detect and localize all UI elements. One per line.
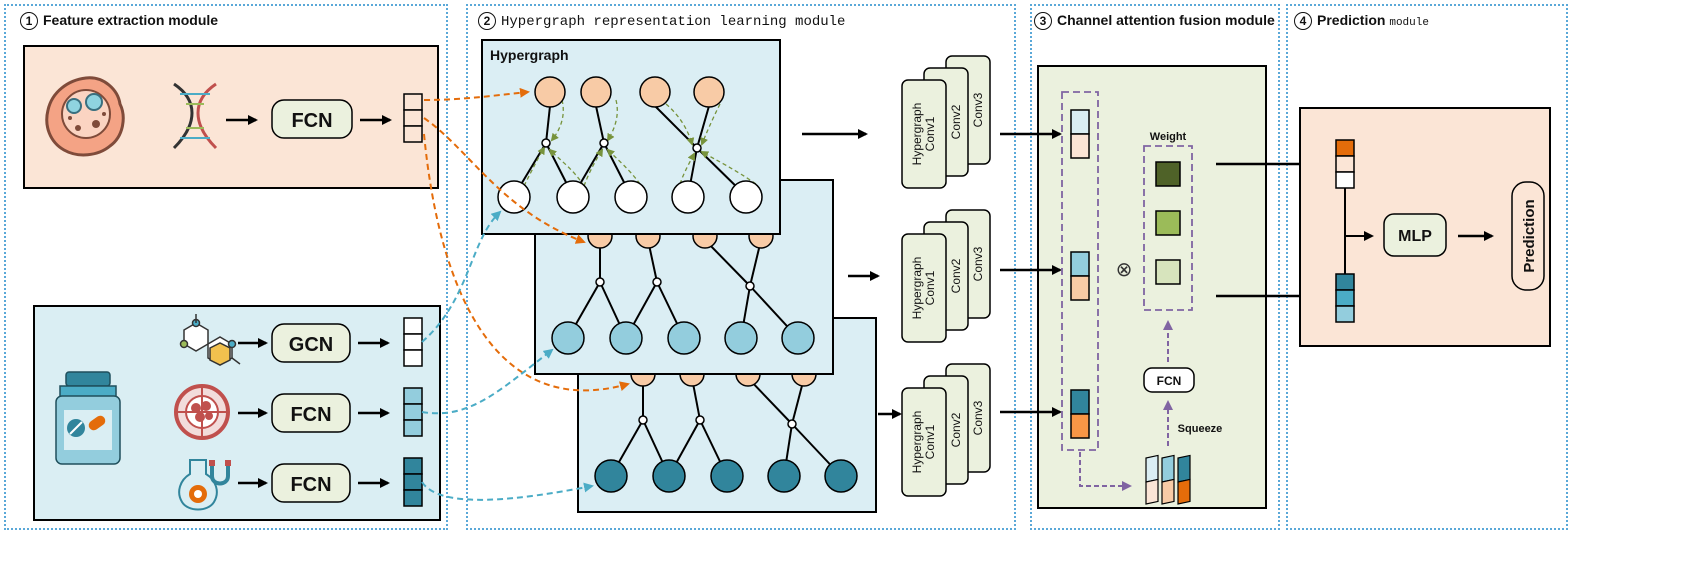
hypergraph-label: Hypergraph xyxy=(490,47,569,63)
module-title-text: Feature extraction module xyxy=(43,12,219,28)
drug-vector-light-blue xyxy=(403,387,423,437)
module-title-text: Prediction xyxy=(1317,12,1390,28)
molecule-icon xyxy=(179,314,241,366)
conv-stack-3: HypergraphConv1 Conv2 Conv3 xyxy=(901,363,991,497)
conv-stack-2: HypergraphConv1 Conv2 Conv3 xyxy=(901,209,991,343)
conv3-label: Conv3 xyxy=(971,400,985,435)
drug-fcn-label-1: FCN xyxy=(290,404,331,426)
module-title-text: Hypergraph representation learning modul… xyxy=(501,14,846,30)
module-title-prediction: 4 Prediction module xyxy=(1294,12,1429,30)
conv2-label: Conv2 xyxy=(949,104,963,139)
module-number: 2 xyxy=(478,12,496,30)
prediction-module-frame xyxy=(1286,4,1568,530)
target-icon xyxy=(174,384,230,440)
pill-bottle-icon xyxy=(55,371,121,465)
skewed-channel-vectors xyxy=(1145,454,1191,505)
mlp-box xyxy=(1383,213,1447,257)
conv3-label: Conv3 xyxy=(971,246,985,281)
cell-icon xyxy=(45,76,125,157)
dna-icon xyxy=(172,82,218,150)
arrow-cell-to-layer2 xyxy=(423,117,586,244)
module-title-suffix: module xyxy=(1389,17,1429,29)
drug-fcn-box-2 xyxy=(271,463,351,503)
weight-label: Weight xyxy=(1150,131,1187,143)
module-title-feature-extraction: 1 Feature extraction module xyxy=(20,12,218,30)
channel-group-dashed xyxy=(1061,91,1099,451)
fusion-fcn-label: FCN xyxy=(1157,374,1182,388)
drug-gcn-box xyxy=(271,323,351,363)
module-number: 3 xyxy=(1034,12,1052,30)
module-number: 4 xyxy=(1294,12,1312,30)
mlp-label: MLP xyxy=(1398,228,1432,245)
feature-extraction-module-frame xyxy=(4,4,448,530)
drug-vector-teal xyxy=(403,457,423,507)
conv1-label: HypergraphConv1 xyxy=(910,411,937,474)
module-title-fusion: 3 Channel attention fusion module xyxy=(1034,12,1275,30)
conv2-label: Conv2 xyxy=(949,412,963,447)
hypergraph-layer-1-nodes xyxy=(497,76,763,214)
fused-vector-3 xyxy=(1070,389,1090,439)
arrow-drug-lightblue-to-layer2 xyxy=(421,348,554,415)
cell-fcn-box xyxy=(271,99,353,139)
cell-fcn-label: FCN xyxy=(291,110,332,132)
module-number: 1 xyxy=(20,12,38,30)
module-title-text: Channel attention fusion module xyxy=(1057,12,1275,28)
cell-feature-vector xyxy=(403,93,423,143)
multiply-symbol: ⊗ xyxy=(1116,259,1133,281)
arrow-channels-to-squeeze xyxy=(1079,452,1132,491)
drug-vector-white xyxy=(403,317,423,367)
prediction-label: Prediction xyxy=(1521,199,1538,272)
arrow-drug-white-to-layer1 xyxy=(421,210,502,343)
weight-block-dark xyxy=(1155,161,1181,187)
prediction-box xyxy=(1511,181,1545,291)
hypergraph-module-frame xyxy=(466,4,1016,530)
arrow-cell-to-layer3 xyxy=(423,133,630,392)
weight-group-dashed xyxy=(1143,145,1193,311)
conv-stack-1: HypergraphConv1 Conv2 Conv3 xyxy=(901,55,991,189)
squeeze-label: Squeeze xyxy=(1178,423,1223,435)
fusion-fcn-box xyxy=(1143,367,1195,393)
drug-fcn-box-1 xyxy=(271,393,351,433)
weight-block-light xyxy=(1155,259,1181,285)
drug-gcn-label: GCN xyxy=(289,334,333,356)
prediction-input-vector-cell xyxy=(1335,139,1355,189)
conv3-label: Conv3 xyxy=(971,92,985,127)
conv1-label: HypergraphConv1 xyxy=(910,257,937,320)
drug-fcn-label-2: FCN xyxy=(290,474,331,496)
hypergraph-message-passing-arrows xyxy=(523,99,757,187)
arrow-cell-to-layer1 xyxy=(423,87,530,101)
arrow-drug-teal-to-layer3 xyxy=(421,481,594,501)
flask-magnet-icon xyxy=(178,459,231,511)
conv1-label: HypergraphConv1 xyxy=(910,103,937,166)
fused-vector-2 xyxy=(1070,251,1090,301)
prediction-input-vector-drug xyxy=(1335,273,1355,323)
weight-block-mid xyxy=(1155,210,1181,236)
fused-vector-1 xyxy=(1070,109,1090,159)
fusion-module-frame xyxy=(1030,4,1280,530)
conv2-label: Conv2 xyxy=(949,258,963,293)
module-title-hypergraph: 2 Hypergraph representation learning modu… xyxy=(478,12,845,30)
